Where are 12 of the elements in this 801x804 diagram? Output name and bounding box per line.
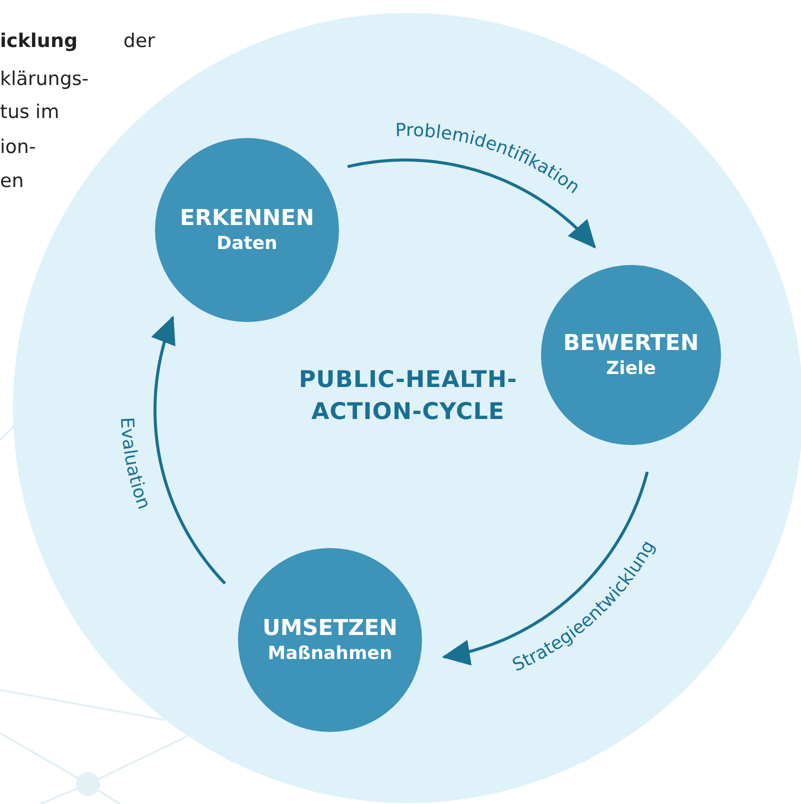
paragraph-text: tus im: [0, 101, 60, 123]
stage-title: BEWERTEN: [563, 330, 699, 358]
stage-subtitle: Maßnahmen: [268, 642, 392, 666]
stage-subtitle: Ziele: [606, 357, 656, 380]
paragraph-text: icklung der: [0, 30, 155, 52]
paragraph-text: en: [0, 170, 24, 192]
paragraph-text: ion-: [0, 136, 36, 158]
paragraph-text: klärungs-: [0, 68, 89, 90]
stage-subtitle: Daten: [216, 232, 278, 256]
stage-title: ERKENNEN: [180, 204, 314, 232]
stage-title: UMSETZEN: [262, 614, 398, 642]
cycle-title: PUBLIC-HEALTH-ACTION-CYCLE: [298, 366, 518, 428]
